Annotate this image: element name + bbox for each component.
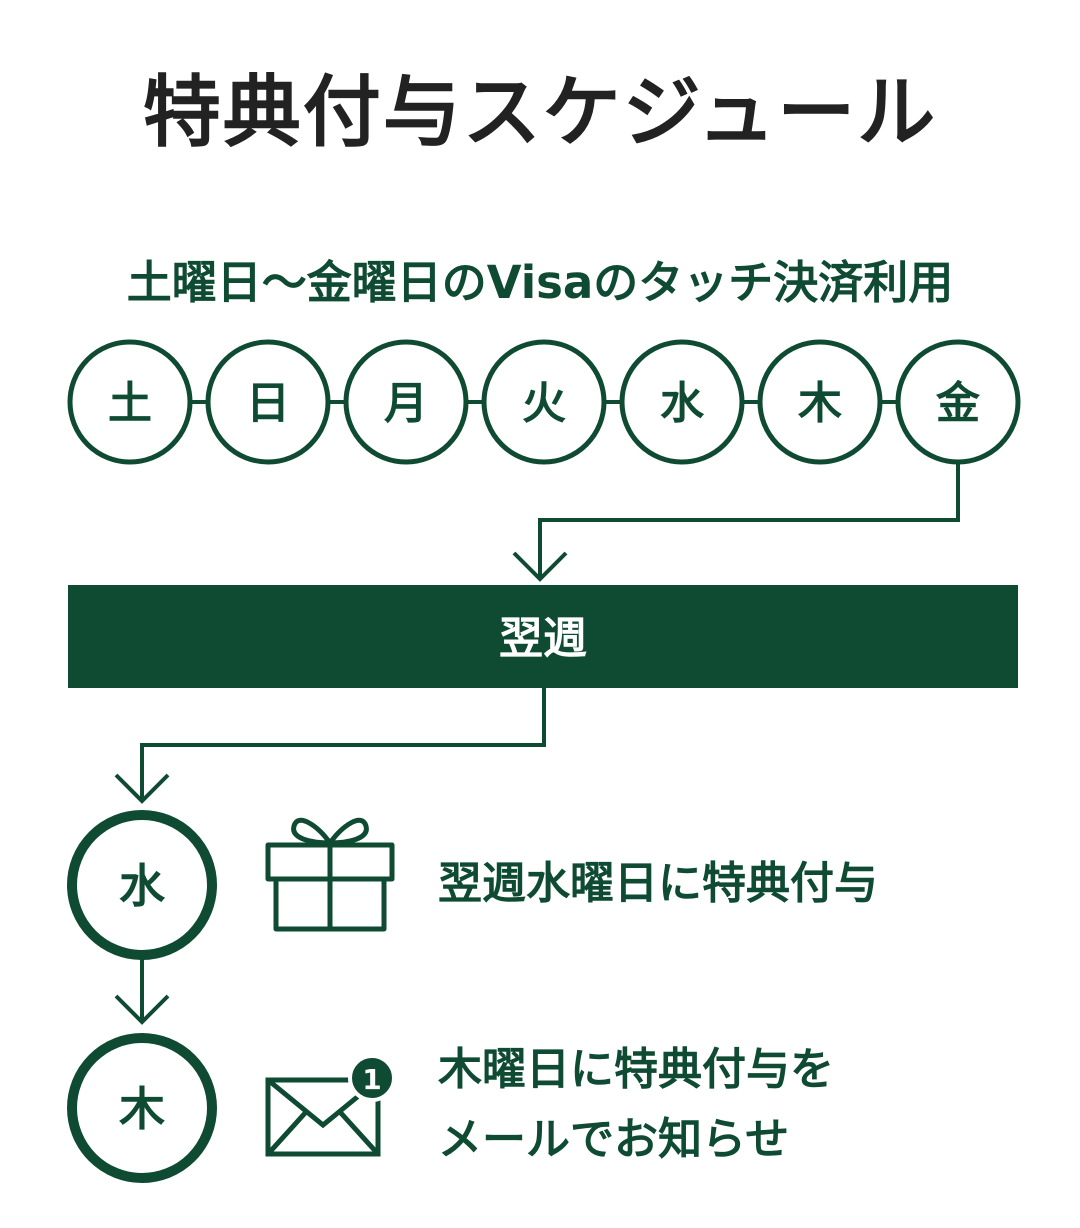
day-circle (205, 339, 331, 465)
step-thursday-text-line1: 木曜日に特典付与を (438, 1044, 834, 1095)
step-thursday-text-line2: メールでお知らせ (438, 1114, 790, 1165)
thursday-circle (67, 1033, 217, 1183)
day-circle (895, 339, 1021, 465)
next-week-bar (68, 585, 1018, 688)
day-circles: 土日月火水木金 (67, 339, 1021, 465)
wednesday-label: 水 (119, 859, 166, 913)
day-label: 火 (522, 378, 566, 429)
arrow-friday-to-next-week (538, 463, 960, 578)
day-label: 日 (246, 378, 290, 429)
day-circle (67, 339, 193, 465)
thursday-label: 木 (119, 1082, 165, 1136)
arrowhead-down-icon (114, 773, 170, 804)
day-circle (481, 339, 607, 465)
day-label: 月 (384, 378, 428, 429)
day-label: 土 (108, 378, 152, 429)
gift-icon (265, 817, 395, 932)
page-title: 特典付与スケジュール (142, 68, 938, 158)
step-wednesday-text: 翌週水曜日に特典付与 (438, 858, 878, 909)
arrowhead-down-icon (114, 994, 170, 1025)
day-label: 木 (798, 378, 842, 429)
notification-badge-count: 1 (362, 1063, 381, 1096)
arrowhead-down-icon (512, 551, 568, 582)
day-label: 水 (660, 378, 705, 429)
day-label: 金 (935, 378, 981, 429)
arrow-next-week-to-wednesday (140, 688, 546, 800)
day-circle (757, 339, 883, 465)
next-week-label: 翌週 (499, 613, 587, 664)
day-circle (343, 339, 469, 465)
day-circle (619, 339, 745, 465)
subtitle: 土曜日〜金曜日のVisaのタッチ決済利用 (126, 256, 954, 309)
notification-badge (348, 1054, 396, 1102)
